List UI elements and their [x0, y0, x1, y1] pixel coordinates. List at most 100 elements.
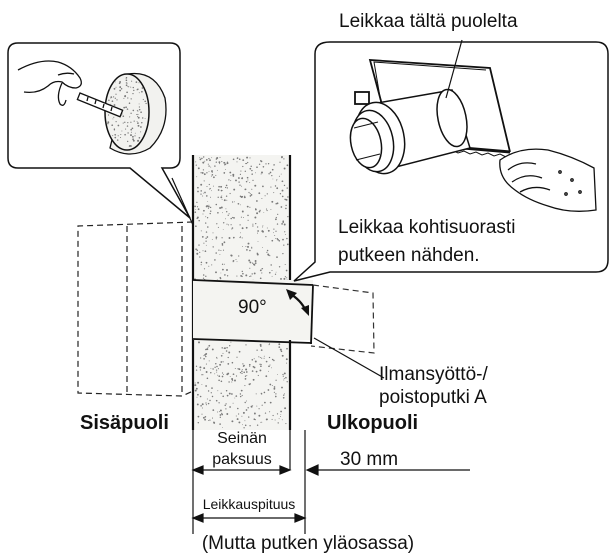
speckle	[266, 249, 269, 252]
speckle	[207, 346, 209, 348]
speckle	[281, 156, 283, 158]
speckle	[281, 180, 284, 183]
speckle	[275, 271, 277, 273]
speckle	[203, 355, 205, 357]
speckle	[240, 216, 242, 218]
speckle	[235, 395, 238, 397]
speckle	[275, 379, 277, 381]
speckle	[285, 198, 288, 201]
speckle	[267, 163, 270, 165]
speckle	[236, 275, 238, 277]
speckle	[270, 186, 272, 188]
speckle	[250, 194, 253, 196]
speckle	[225, 389, 228, 392]
speckle	[211, 190, 212, 192]
speckle	[204, 418, 207, 421]
speckle	[127, 140, 129, 143]
speckle	[274, 395, 277, 398]
speckle	[242, 272, 244, 275]
speckle	[223, 171, 226, 174]
speckle	[282, 252, 284, 255]
speckle	[205, 222, 207, 224]
speckle	[286, 347, 288, 350]
speckle	[221, 263, 224, 265]
speckle	[232, 373, 235, 376]
speckle	[237, 368, 239, 370]
speckle	[276, 202, 279, 205]
speckle	[271, 418, 273, 420]
speckle	[246, 176, 249, 179]
speckle	[275, 216, 277, 219]
speckle	[232, 237, 235, 239]
speckle	[199, 256, 201, 258]
speckle	[235, 375, 238, 377]
speckle	[277, 422, 279, 424]
speckle	[239, 184, 241, 186]
speckle	[215, 252, 217, 254]
speckle	[257, 232, 258, 234]
speckle	[241, 369, 243, 370]
speckle	[262, 185, 264, 188]
speckle	[241, 275, 243, 278]
speckle	[271, 174, 273, 177]
speckle	[210, 196, 211, 198]
speckle	[113, 96, 115, 98]
speckle	[221, 427, 223, 429]
speckle	[258, 163, 261, 165]
pipe-cut-line	[310, 284, 314, 345]
speckle	[265, 163, 267, 165]
foam-texture	[106, 76, 147, 147]
speckle	[107, 122, 109, 125]
speckle	[225, 168, 227, 170]
speckle	[206, 236, 209, 238]
speckle	[203, 173, 206, 176]
speckle	[216, 169, 218, 171]
speckle	[196, 201, 198, 204]
speckle	[219, 409, 222, 412]
speckle	[112, 135, 114, 137]
speckle	[205, 244, 207, 246]
speckle	[244, 401, 246, 404]
speckle	[273, 391, 275, 393]
speckle	[225, 184, 228, 187]
speckle	[260, 160, 263, 163]
speckle	[211, 387, 213, 389]
speckle	[269, 401, 272, 404]
speckle	[278, 240, 281, 242]
speckle	[252, 405, 254, 407]
speckle	[125, 106, 127, 109]
speckle	[283, 377, 285, 380]
speckle	[126, 91, 128, 94]
speckle	[202, 161, 205, 164]
speckle	[204, 160, 206, 162]
speckle	[256, 166, 258, 169]
speckle	[278, 175, 280, 177]
speckle	[254, 260, 257, 262]
speckle	[241, 370, 243, 373]
indoor-unit-outline	[77, 221, 194, 397]
speckle	[198, 244, 200, 246]
speckle	[239, 204, 241, 206]
speckle	[205, 237, 207, 240]
speckle	[242, 411, 245, 414]
speckle	[194, 384, 197, 387]
speckle	[203, 268, 206, 270]
speckle	[194, 211, 197, 213]
speckle	[230, 254, 233, 257]
speckle	[215, 399, 218, 402]
speckle	[261, 272, 263, 274]
speckle	[245, 188, 247, 190]
speckle	[128, 86, 130, 88]
speckle	[241, 394, 243, 397]
speckle	[279, 193, 282, 195]
speckle	[197, 381, 200, 384]
speckle	[145, 102, 147, 105]
speckle	[238, 350, 241, 353]
speckle	[219, 414, 222, 416]
speckle	[206, 348, 209, 351]
speckle	[246, 249, 248, 251]
speckle	[239, 236, 241, 239]
speckle	[238, 368, 241, 371]
speckle	[138, 136, 141, 139]
